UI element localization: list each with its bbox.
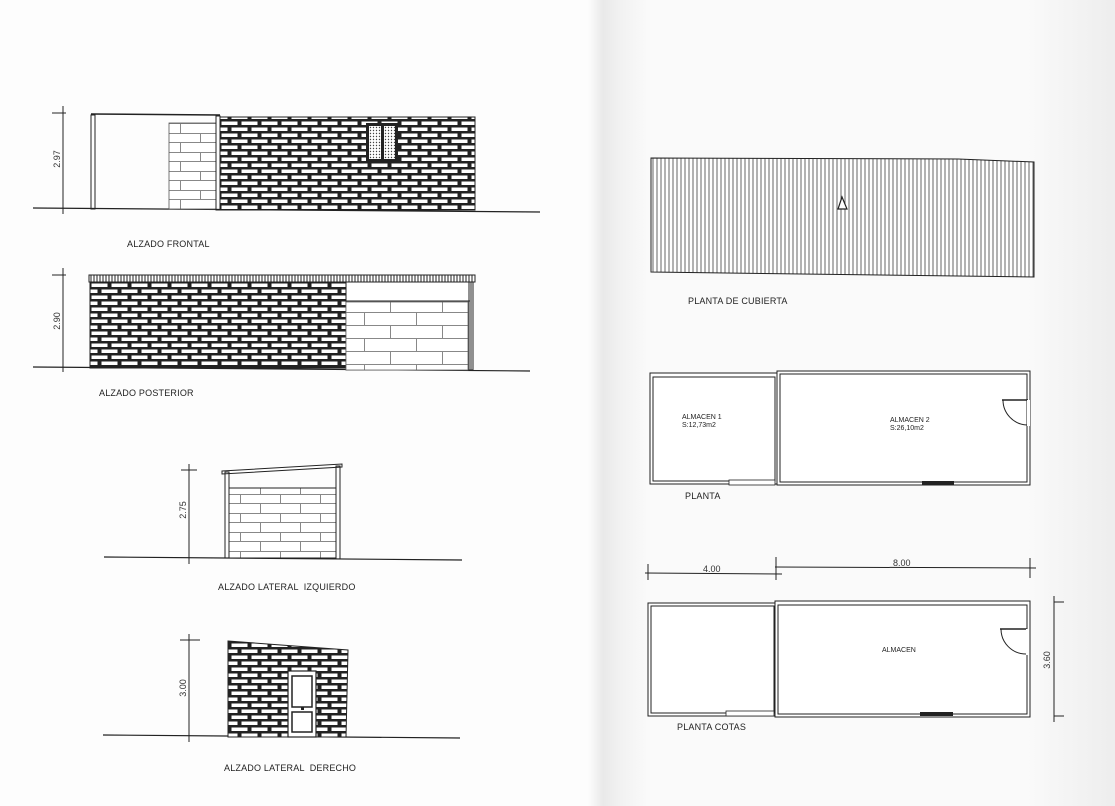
- title-planta-cubierta: PLANTA DE CUBIERTA: [688, 296, 788, 306]
- dim-lateral-derecho-height: 3.00: [177, 679, 188, 697]
- room-name: ALMACEN 1: [682, 414, 722, 421]
- roof-plan: [650, 157, 1035, 278]
- title-alzado-lateral-izquierdo: ALZADO LATERAL IZQUIERDO: [218, 582, 356, 592]
- room-almacen: ALMACEN: [882, 647, 916, 654]
- title-alzado-lateral-derecho: ALZADO LATERAL DERECHO: [224, 763, 357, 773]
- dim-width-right: 8.00: [893, 558, 911, 568]
- elevation-lateral-izquierdo: [103, 463, 463, 564]
- elevation-posterior: [32, 268, 531, 372]
- title-alzado-frontal: ALZADO FRONTAL: [127, 239, 210, 249]
- room-area: S:26,10m2: [890, 425, 924, 432]
- room-area: S:12,73m2: [682, 422, 716, 429]
- book-gutter: [588, 0, 648, 806]
- dim-width-left: 4.00: [703, 564, 721, 574]
- dimension-plan: [644, 557, 1064, 722]
- floor-plan: [649, 370, 1031, 486]
- slope-triangle-icon: [837, 195, 848, 210]
- page-edge-shadow: [1025, 0, 1115, 806]
- dim-posterior-height: 2.90: [51, 312, 62, 330]
- dim-frontal-height: 2.97: [51, 150, 62, 168]
- dim-lateral-izquierdo-height: 2.75: [177, 501, 188, 519]
- dim-depth: 3.60: [1041, 651, 1052, 669]
- title-alzado-posterior: ALZADO POSTERIOR: [99, 388, 194, 398]
- room-name: ALMACEN 2: [890, 417, 930, 424]
- elevation-frontal: [32, 106, 541, 214]
- title-planta-cotas: PLANTA COTAS: [677, 722, 747, 732]
- elevation-lateral-derecho: [102, 634, 461, 742]
- title-planta: PLANTA: [685, 491, 721, 501]
